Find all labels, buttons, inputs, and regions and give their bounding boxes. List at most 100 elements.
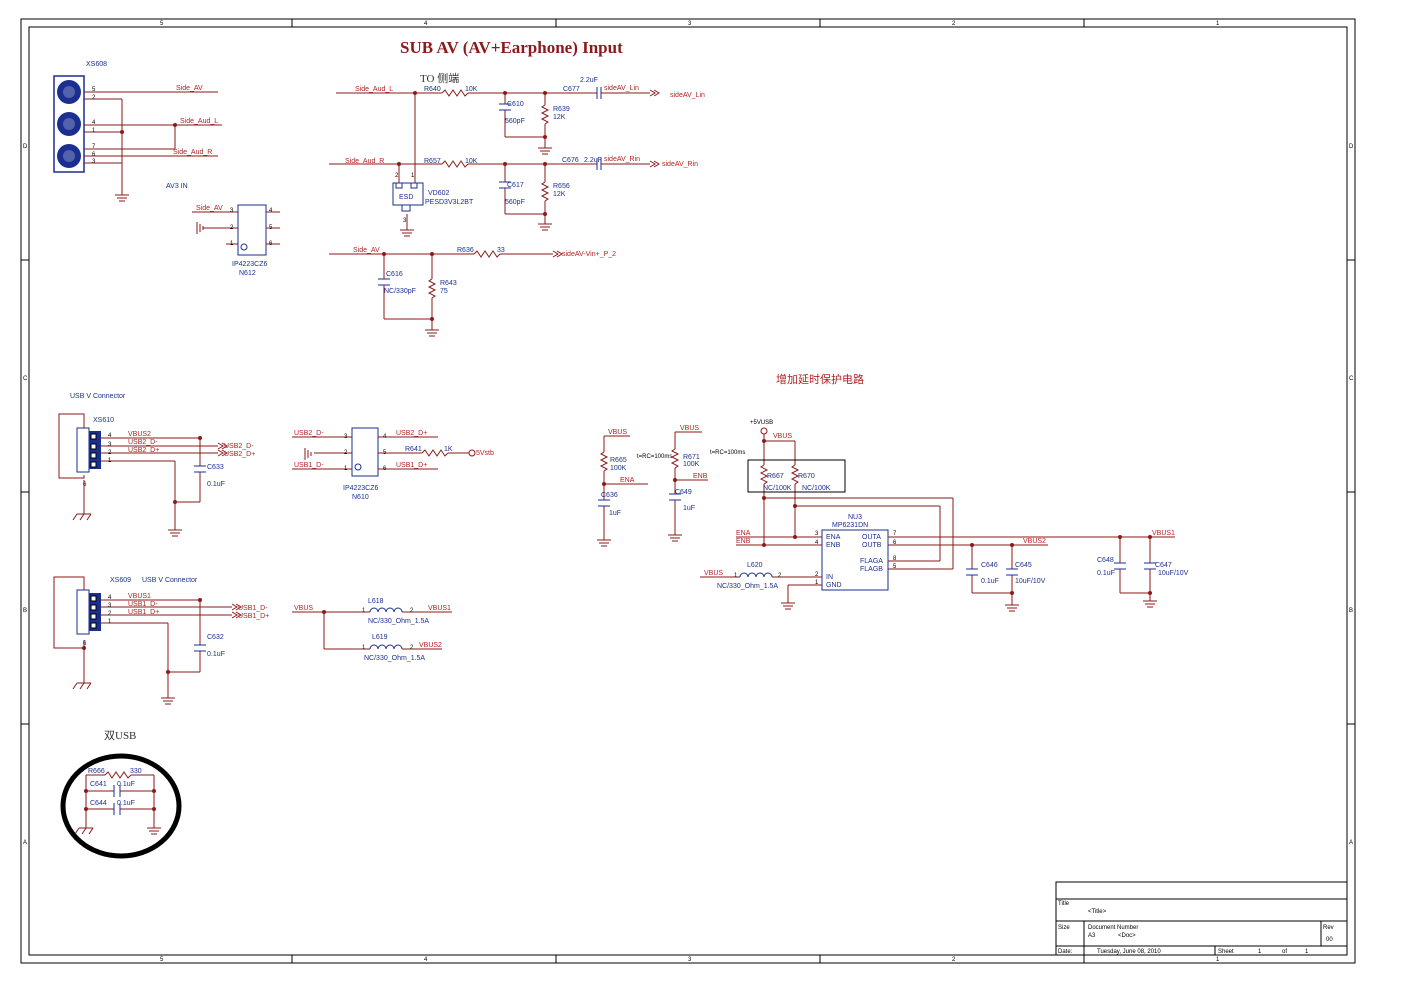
note-to-side: TO 侧端 bbox=[420, 72, 459, 85]
svg-text:C648: C648 bbox=[1097, 557, 1114, 564]
svg-text:0.1uF: 0.1uF bbox=[207, 651, 225, 658]
svg-text:1: 1 bbox=[411, 173, 415, 179]
svg-text:C647: C647 bbox=[1155, 562, 1172, 569]
svg-text:5: 5 bbox=[269, 225, 273, 231]
svg-text:ENB: ENB bbox=[736, 538, 751, 545]
svg-text:R643: R643 bbox=[440, 280, 457, 287]
svg-text:R641: R641 bbox=[405, 446, 422, 453]
svg-text:10uF/10V: 10uF/10V bbox=[1158, 570, 1189, 577]
svg-text:2: 2 bbox=[410, 645, 414, 651]
svg-text:USB1_D+: USB1_D+ bbox=[128, 609, 159, 616]
svg-text:sideAV_Rin: sideAV_Rin bbox=[604, 156, 640, 163]
row-label-right: A bbox=[1349, 840, 1353, 846]
svg-text:ESD: ESD bbox=[399, 194, 413, 201]
svg-text:7: 7 bbox=[92, 144, 96, 150]
svg-text:USB2_D+: USB2_D+ bbox=[396, 430, 427, 437]
svg-text:Side_Aud_L: Side_Aud_L bbox=[355, 86, 393, 93]
svg-text:1: 1 bbox=[108, 619, 112, 625]
svg-text:USB2_D-: USB2_D- bbox=[224, 443, 254, 450]
svg-text:VBUS1: VBUS1 bbox=[128, 593, 151, 600]
svg-text:L620: L620 bbox=[747, 562, 763, 569]
tb-docnum-value: <Doc> bbox=[1118, 933, 1136, 939]
svg-text:1: 1 bbox=[230, 241, 234, 247]
svg-text:VBUS1: VBUS1 bbox=[428, 605, 451, 612]
n612-ic: 321 456 Side_AV IP4223CZ6 N612 bbox=[192, 204, 280, 277]
row-label-left: D bbox=[23, 144, 28, 150]
jack-circle bbox=[57, 80, 81, 104]
svg-text:2: 2 bbox=[108, 450, 112, 456]
svg-text:MP6231DN: MP6231DN bbox=[832, 522, 868, 529]
svg-text:USB1_D-: USB1_D- bbox=[294, 462, 324, 469]
svg-text:0.1uF: 0.1uF bbox=[1097, 570, 1115, 577]
svg-text:6: 6 bbox=[269, 241, 273, 247]
svg-text:ENB: ENB bbox=[826, 542, 841, 549]
svg-text:C649: C649 bbox=[675, 489, 692, 496]
row-label-left: B bbox=[23, 608, 27, 614]
svg-text:USB2_D+: USB2_D+ bbox=[128, 447, 159, 454]
svg-text:2: 2 bbox=[815, 572, 819, 578]
col-label-top: 3 bbox=[688, 21, 692, 27]
svg-text:2: 2 bbox=[344, 450, 348, 456]
svg-text:6: 6 bbox=[92, 152, 96, 158]
svg-text:6: 6 bbox=[83, 482, 87, 488]
svg-text:330: 330 bbox=[130, 768, 142, 775]
svg-text:6: 6 bbox=[893, 540, 897, 546]
svg-text:Side_Aud_R: Side_Aud_R bbox=[345, 158, 384, 165]
svg-text:4: 4 bbox=[108, 433, 112, 439]
svg-text:R640: R640 bbox=[424, 86, 441, 93]
net-side-aud-r: Side_Aud_R bbox=[173, 149, 212, 156]
svg-text:C632: C632 bbox=[207, 634, 224, 641]
svg-text:NC/100K: NC/100K bbox=[802, 485, 831, 492]
svg-text:USB V Connector: USB V Connector bbox=[70, 393, 126, 400]
svg-text:2.2uF: 2.2uF bbox=[580, 77, 598, 84]
col-label-bottom: 3 bbox=[688, 957, 692, 963]
svg-text:4: 4 bbox=[108, 595, 112, 601]
svg-text:OUTA: OUTA bbox=[862, 534, 881, 541]
tb-sheet-num: 1 bbox=[1258, 949, 1262, 955]
svg-text:0.1uF: 0.1uF bbox=[117, 781, 135, 788]
audio-junctions bbox=[397, 91, 547, 216]
svg-text:L618: L618 bbox=[368, 598, 384, 605]
svg-text:560pF: 560pF bbox=[505, 199, 525, 206]
svg-text:t=RC=100ms: t=RC=100ms bbox=[637, 454, 672, 460]
svg-text:USB1_D-: USB1_D- bbox=[128, 601, 158, 608]
svg-text:R665: R665 bbox=[610, 457, 627, 464]
svg-text:R666: R666 bbox=[88, 768, 105, 775]
svg-text:XS608: XS608 bbox=[86, 61, 107, 68]
svg-text:L619: L619 bbox=[372, 634, 388, 641]
svg-text:100K: 100K bbox=[683, 461, 700, 468]
net-side-aud-l: Side_Aud_L bbox=[180, 118, 218, 125]
svg-text:C616: C616 bbox=[386, 271, 403, 278]
svg-text:R671: R671 bbox=[683, 454, 700, 461]
svg-text:NU3: NU3 bbox=[848, 514, 862, 521]
svg-text:560pF: 560pF bbox=[505, 118, 525, 125]
jack-circle bbox=[57, 112, 81, 136]
svg-text:t=RC=100ms: t=RC=100ms bbox=[710, 450, 745, 456]
svg-text:C646: C646 bbox=[981, 562, 998, 569]
svg-text:2: 2 bbox=[92, 95, 96, 101]
svg-text:1uF: 1uF bbox=[683, 505, 695, 512]
svg-text:VBUS2: VBUS2 bbox=[128, 431, 151, 438]
svg-text:R657: R657 bbox=[424, 158, 441, 165]
svg-text:sideAV-Vin+_P_2: sideAV-Vin+_P_2 bbox=[562, 251, 616, 258]
svg-text:4: 4 bbox=[815, 540, 819, 546]
svg-text:0.1uF: 0.1uF bbox=[981, 578, 999, 585]
col-label-top: 5 bbox=[160, 21, 164, 27]
svg-text:4: 4 bbox=[383, 434, 387, 440]
svg-text:NC/330_Ohm_1.5A: NC/330_Ohm_1.5A bbox=[717, 583, 778, 590]
svg-text:USB2_D-: USB2_D- bbox=[128, 439, 158, 446]
svg-text:1: 1 bbox=[362, 645, 366, 651]
audio-grounds bbox=[400, 147, 552, 237]
svg-text:C610: C610 bbox=[507, 101, 524, 108]
tb-date-label: Date: bbox=[1058, 949, 1073, 955]
svg-text:R670: R670 bbox=[798, 473, 815, 480]
svg-text:VD602: VD602 bbox=[428, 190, 450, 197]
svg-text:7: 7 bbox=[893, 531, 897, 537]
svg-text:sideAV_Rin: sideAV_Rin bbox=[662, 161, 698, 168]
svg-text:1: 1 bbox=[362, 608, 366, 614]
